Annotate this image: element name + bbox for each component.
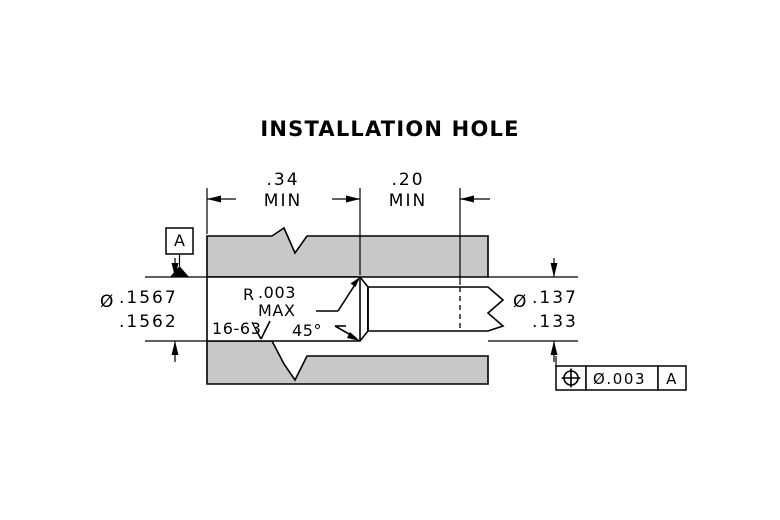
left-lower-limit: .1562 <box>119 312 178 332</box>
right-arrowhead-lower <box>550 341 558 355</box>
left-upper-limit: .1567 <box>119 288 178 308</box>
feature-control-frame[interactable]: Ø.003 A <box>555 356 687 391</box>
chamfer-angle-value: 45° <box>292 321 322 340</box>
position-symbol <box>561 368 581 388</box>
left-arrowhead-upper <box>171 263 179 277</box>
part-lower-section <box>206 340 489 385</box>
surface-finish-group: 16-63 <box>212 319 271 340</box>
radius-qualifier: MAX <box>258 301 296 320</box>
radius-leader-arrowhead <box>350 277 360 287</box>
surface-finish-value: 16-63 <box>212 319 262 338</box>
radius-note-group: R .003 MAX <box>243 277 360 320</box>
dimension-value-1: .34 <box>266 170 299 190</box>
part-upper-section <box>206 226 489 278</box>
fcf-tolerance-value: Ø.003 <box>593 370 646 388</box>
right-diameter-symbol: Ø <box>513 292 528 312</box>
right-upper-limit: .137 <box>532 288 578 308</box>
drawing-title: INSTALLATION HOLE <box>260 117 519 141</box>
upper-material-band <box>206 226 489 278</box>
radius-value: .003 <box>258 283 296 302</box>
small-bore-profile <box>367 286 505 332</box>
chamfer-note-group: 45° <box>292 321 360 341</box>
dimension-value-2: .20 <box>391 170 424 190</box>
datum-box <box>165 227 194 255</box>
left-arrowhead-lower <box>171 341 179 355</box>
left-dimension-group: Ø .1567 .1562 <box>100 258 207 362</box>
arrowhead-2-right <box>460 195 474 203</box>
dimension-qualifier-1: MIN <box>264 191 302 211</box>
datum-feature-symbol[interactable]: A <box>145 227 207 278</box>
radius-label: R <box>243 285 255 304</box>
arrowhead-1-left <box>207 195 221 203</box>
surface-finish-symbol-short-leg <box>255 329 262 340</box>
top-dimension-group: .34 MIN .20 MIN <box>206 170 490 285</box>
arrowhead-1-right <box>346 195 360 203</box>
fcf-tolerance-cell <box>585 365 659 391</box>
dimension-qualifier-2: MIN <box>389 191 427 211</box>
right-lower-limit: .133 <box>532 312 578 332</box>
right-dimension-group: Ø .137 .133 <box>488 258 578 362</box>
part-bore-cavity <box>206 276 505 342</box>
surface-finish-symbol-long-leg <box>260 320 271 340</box>
left-diameter-symbol: Ø <box>100 292 115 312</box>
right-arrowhead-upper <box>550 263 558 277</box>
fcf-datum-reference: A <box>666 370 678 388</box>
surface-finish-pointer <box>251 321 257 331</box>
fcf-datum-cell <box>657 365 687 391</box>
chamfer-leader-arrowhead <box>347 332 360 341</box>
lower-material-band <box>206 340 489 385</box>
datum-label: A <box>174 231 185 250</box>
